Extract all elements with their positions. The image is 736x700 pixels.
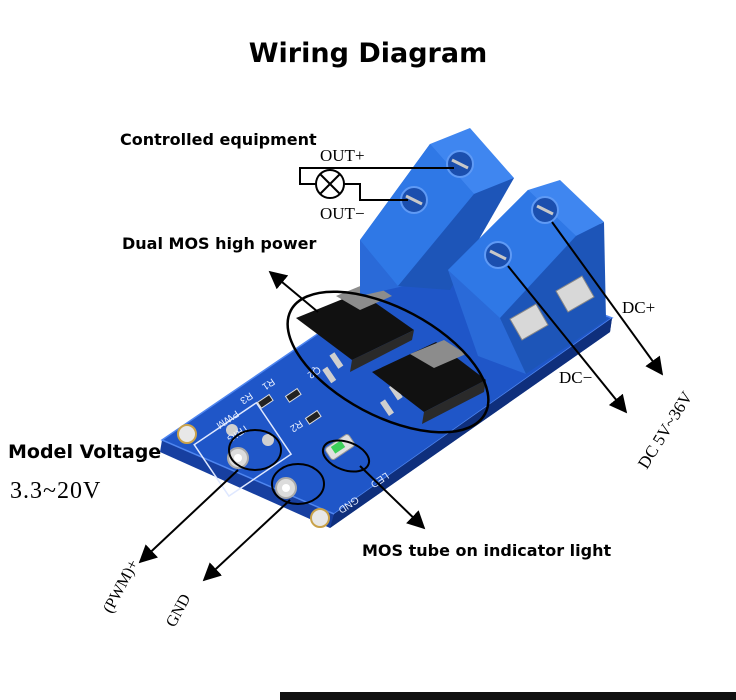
mos-highlight-ellipse: [286, 290, 490, 434]
mosfet-q2: [372, 340, 486, 424]
led-arrow: [359, 465, 426, 530]
model-voltage-range: 3.3~20V: [10, 478, 102, 504]
dual-mos-arrow: [268, 270, 319, 313]
dc-plus-arrow: [551, 221, 664, 376]
dc-minus-arrow: [507, 265, 628, 414]
page-title: Wiring Diagram: [248, 38, 488, 69]
model-voltage-label: Model Voltage: [8, 441, 162, 463]
pwm-arrow: [138, 469, 239, 564]
mosfet-q1: [296, 282, 414, 384]
lamp-symbol: [299, 167, 454, 201]
out-plus-label: OUT+: [320, 146, 365, 165]
bottom-divider: [280, 692, 736, 700]
gnd-pad-highlight: [271, 463, 325, 505]
gnd-arrow: [202, 499, 291, 582]
dc-minus-label: DC−: [559, 368, 593, 387]
indicator-light-label: MOS tube on indicator light: [362, 541, 612, 560]
out-minus-label: OUT−: [320, 204, 365, 223]
controlled-equipment-label: Controlled equipment: [120, 130, 317, 149]
led-highlight: [321, 439, 371, 473]
dual-mos-label: Dual MOS high power: [122, 234, 317, 253]
dc-plus-label: DC+: [622, 298, 656, 317]
pwm-pad-highlight: [228, 429, 282, 471]
